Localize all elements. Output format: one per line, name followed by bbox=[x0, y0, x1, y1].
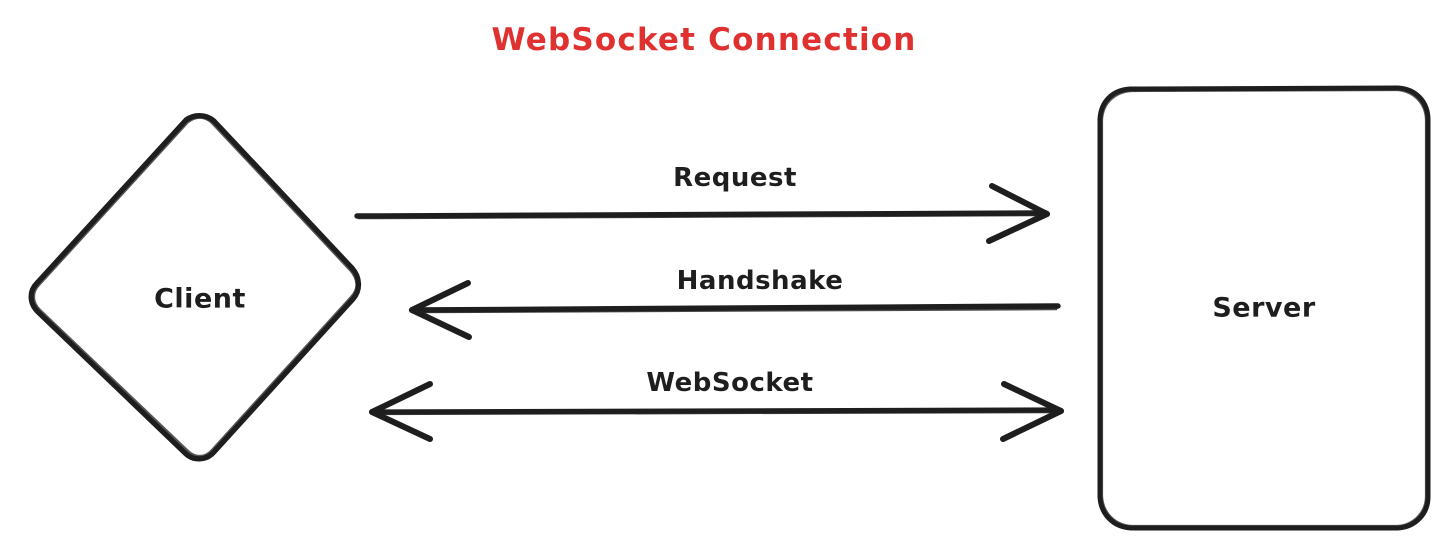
diagram-title: WebSocket Connection bbox=[491, 22, 917, 58]
edge-websocket-arrow[interactable] bbox=[369, 381, 1064, 442]
edge-handshake-arrow[interactable] bbox=[409, 280, 1061, 340]
edge-label-handshake: Handshake bbox=[676, 266, 844, 296]
client-node-label: Client bbox=[154, 283, 246, 315]
edge-label-request: Request bbox=[673, 163, 797, 193]
server-node-shape[interactable] bbox=[1097, 85, 1431, 531]
edge-request-arrow[interactable] bbox=[354, 183, 1050, 244]
edge-label-websocket: WebSocket bbox=[646, 368, 814, 398]
server-node-label: Server bbox=[1212, 292, 1316, 324]
client-node-shape[interactable] bbox=[28, 113, 362, 462]
